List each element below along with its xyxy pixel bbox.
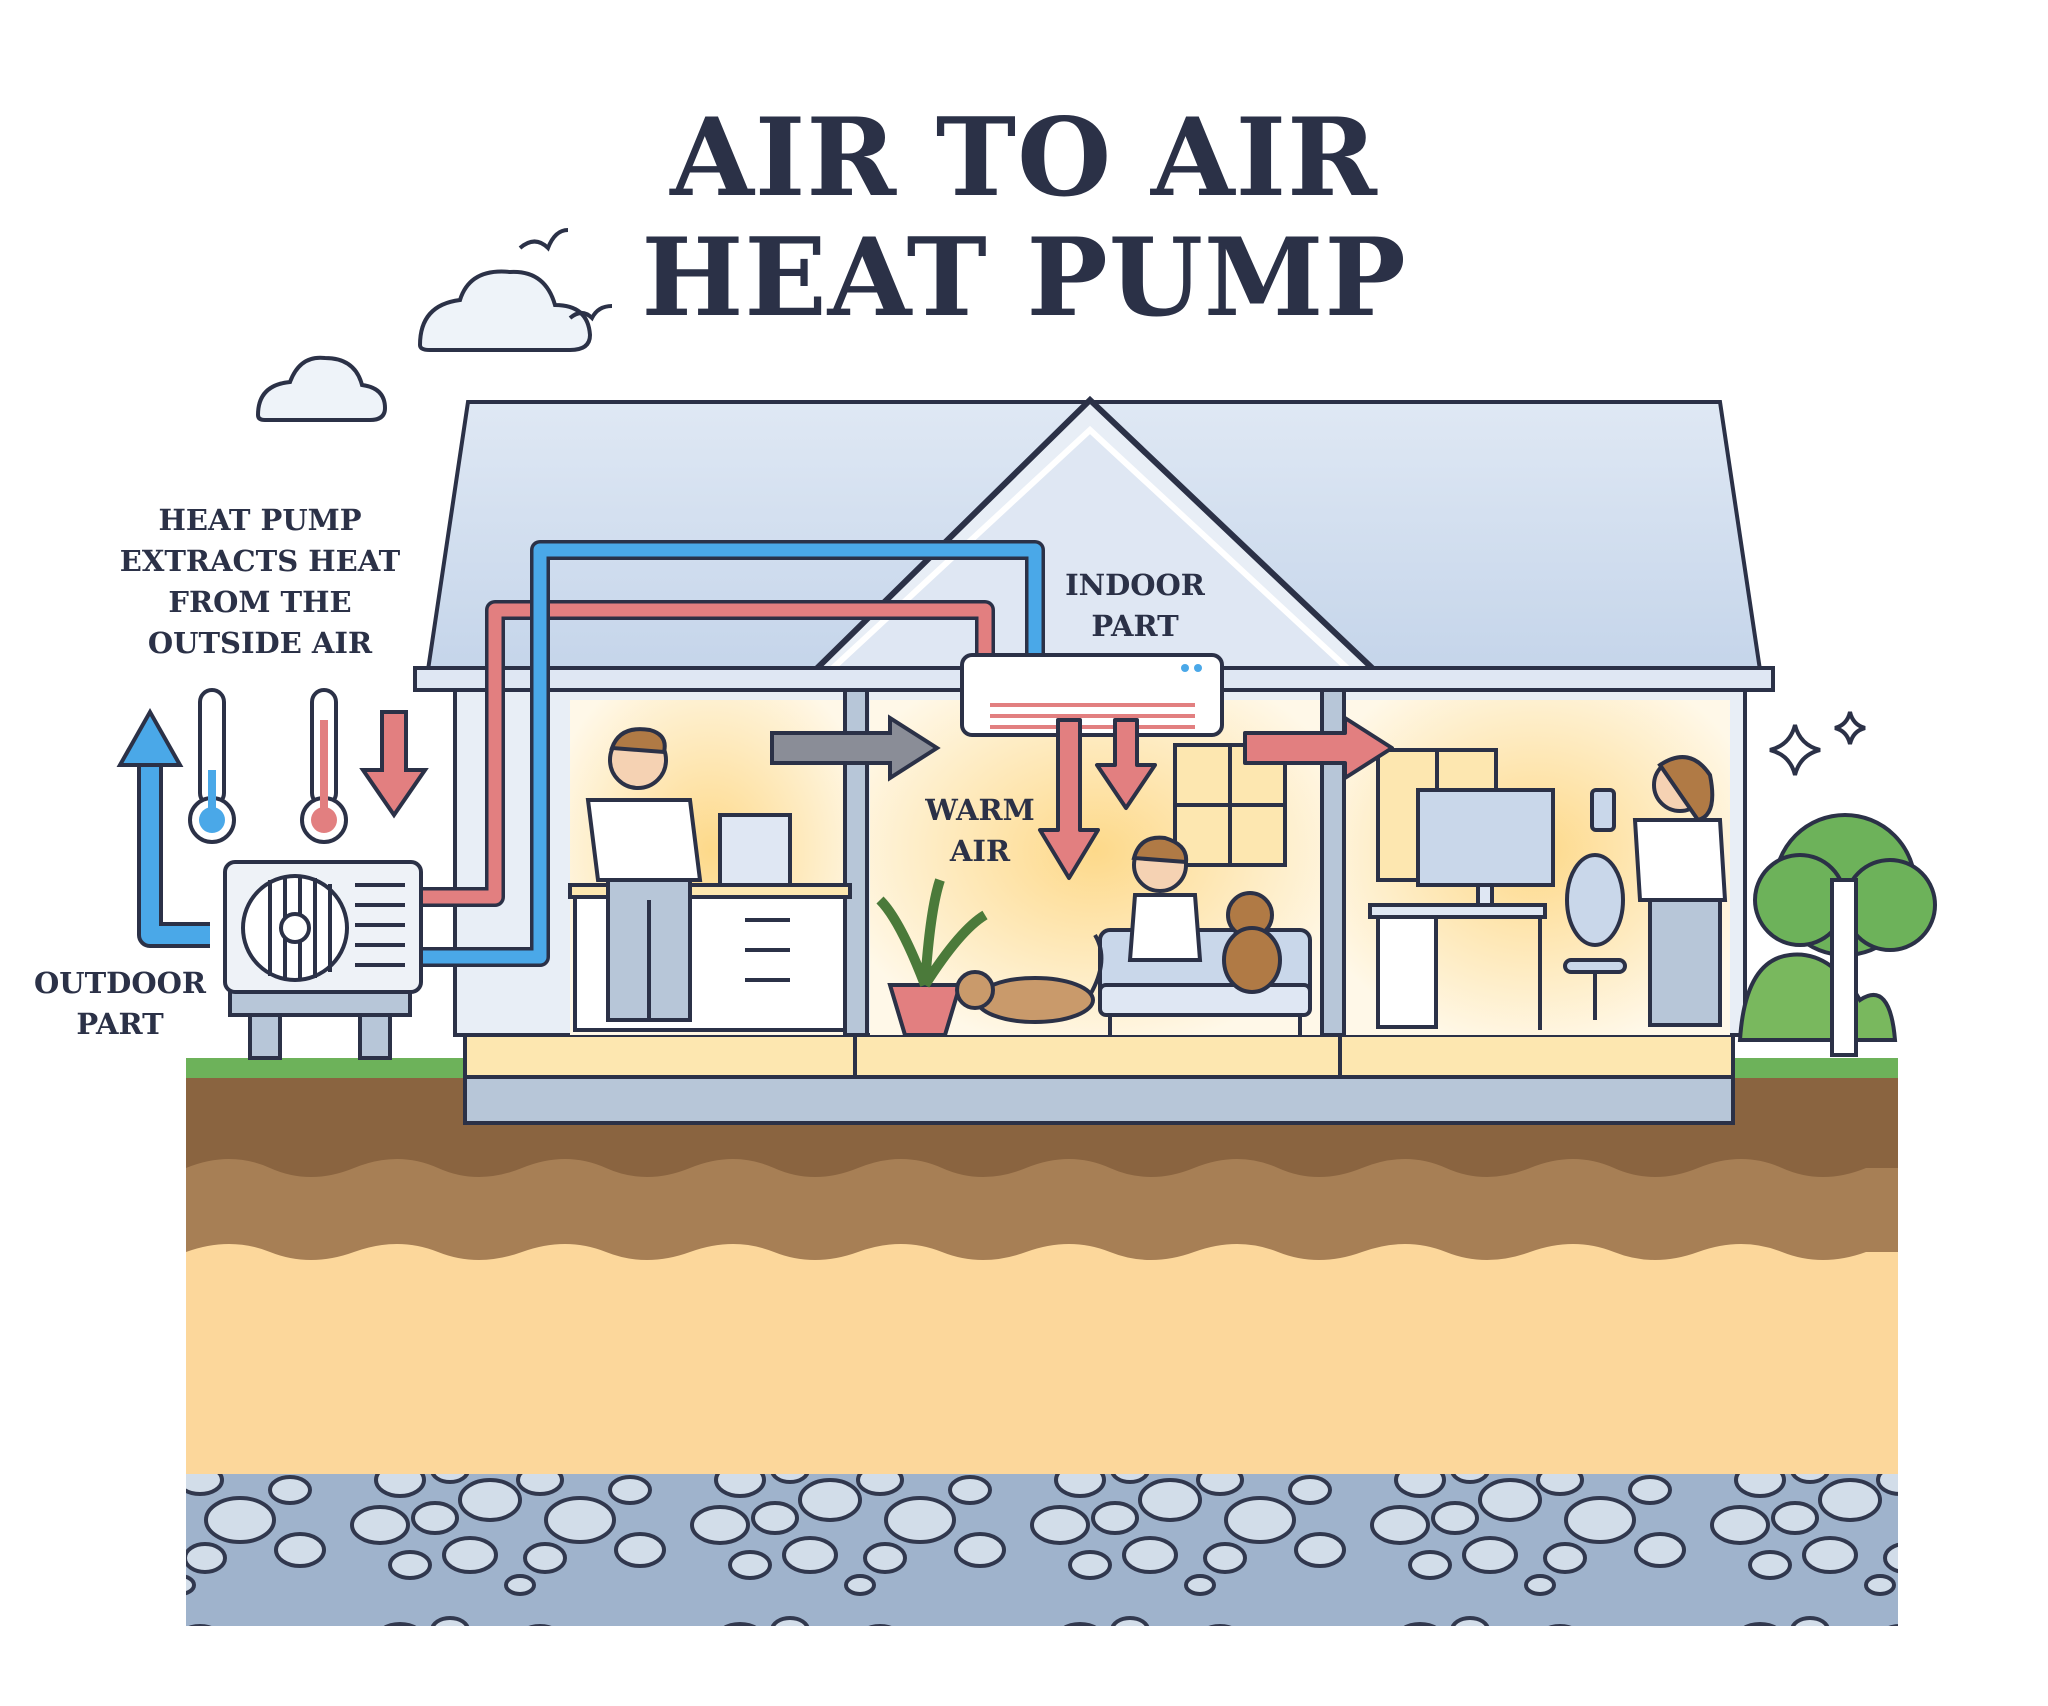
tree (1737, 813, 1937, 1057)
label-extracts-line-1: HEAT PUMP (158, 503, 362, 537)
title-line-2: HEAT PUMP (641, 215, 1407, 341)
cold-pipe (413, 543, 1042, 964)
thermometer-hot-icon (300, 688, 348, 844)
warm-air-arrows (1038, 716, 1394, 880)
teddy-bear (1222, 891, 1282, 994)
person-office (1590, 755, 1728, 1027)
cat (955, 933, 1104, 1024)
hot-pipe (413, 603, 992, 904)
bird-icon (518, 228, 613, 322)
label-extracts-heat: HEAT PUMP EXTRACTS HEAT FROM THE OUTSIDE… (110, 500, 410, 664)
ground-layers (186, 1058, 1898, 1626)
label-extracts-line-4: OUTSIDE AIR (147, 626, 373, 660)
label-indoor-line-2: PART (1091, 609, 1179, 643)
label-outdoor-line-1: OUTDOOR (34, 966, 206, 1000)
label-indoor-part: INDOOR PART (1060, 565, 1210, 647)
label-extracts-line-3: FROM THE (168, 585, 352, 619)
sparkle-icon (1769, 711, 1866, 776)
coffee-machine (718, 813, 792, 887)
cold-air-arrow (141, 760, 210, 944)
label-extracts-line-2: EXTRACTS HEAT (119, 544, 401, 578)
cloud-icon-small (255, 355, 388, 422)
grass-left (186, 1058, 466, 1078)
label-outdoor-part: OUTDOOR PART (30, 963, 210, 1045)
soil-layer (186, 1159, 1898, 1260)
indoor-unit (960, 653, 1224, 737)
desk (1368, 788, 1555, 1030)
label-warm-line-1: WARM (925, 793, 1035, 827)
airflow-arrow-gray (770, 714, 941, 782)
thermometer-cold-icon (188, 688, 236, 844)
cloud-icon (417, 269, 593, 352)
refrigerant-pipes (410, 540, 1045, 967)
label-indoor-line-1: INDOOR (1065, 568, 1205, 602)
label-warm-air: WARM AIR (910, 790, 1050, 872)
heat-in-arrow (359, 710, 429, 819)
fan-icon (268, 876, 332, 980)
title-line-1: AIR TO AIR (670, 95, 1378, 221)
sand-layer (186, 1244, 1898, 1474)
grass-right (1730, 1058, 1898, 1078)
rocks (186, 1474, 1898, 1626)
label-warm-line-2: AIR (949, 834, 1011, 868)
label-outdoor-line-2: PART (76, 1007, 164, 1041)
outdoor-unit (223, 860, 423, 1060)
child (1127, 835, 1203, 962)
chair (1563, 853, 1627, 1020)
person-kitchen (585, 727, 703, 1022)
house-floor (463, 1033, 1735, 1079)
